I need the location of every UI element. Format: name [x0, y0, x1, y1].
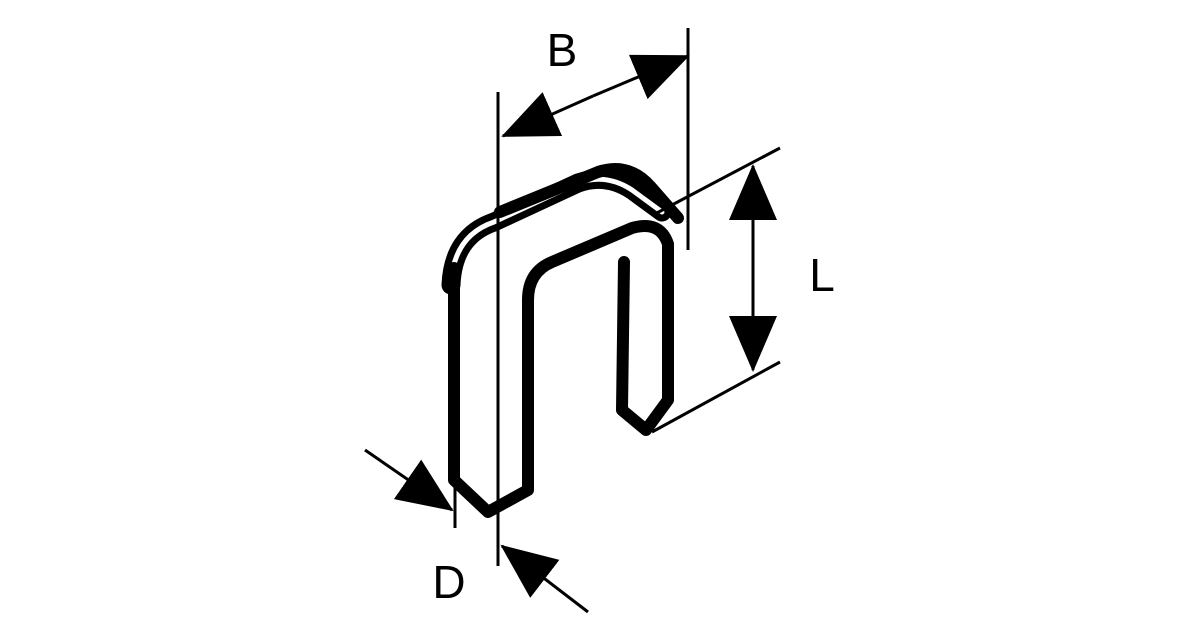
staple-inner-arch — [522, 220, 674, 436]
staple-shape — [441, 163, 684, 518]
dimension-arrows — [364, 54, 777, 614]
staple-outer-left — [448, 262, 534, 518]
label-b: B — [547, 24, 578, 76]
staple-front-leg-inner — [448, 176, 665, 288]
arrow-d-top — [364, 448, 454, 512]
arrow-b-left — [501, 92, 594, 138]
arrow-b-right — [592, 54, 690, 100]
label-l: L — [809, 249, 835, 301]
guide-lines — [453, 28, 781, 566]
guide-line-l-top — [652, 146, 781, 217]
guide-line-l-bottom — [651, 360, 781, 434]
arrow-d-bottom — [500, 544, 589, 614]
staple-back-edge — [494, 163, 684, 224]
label-d: D — [432, 556, 465, 608]
